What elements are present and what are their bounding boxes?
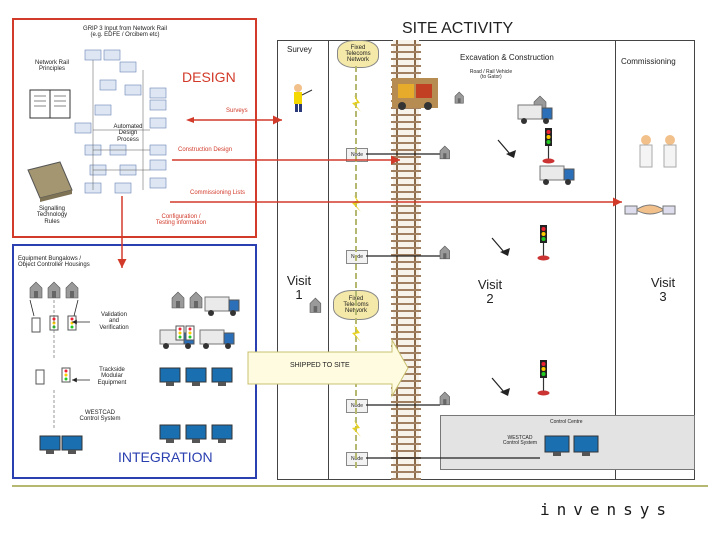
westcad-control-label: WESTCAD Control System — [79, 410, 121, 423]
trackside-module-icon — [35, 369, 45, 385]
commissioning-header: Commissioning — [621, 57, 676, 66]
monitor-icon — [159, 424, 181, 443]
equipment-bungalow-icon — [65, 281, 79, 299]
survey-header: Survey — [287, 45, 312, 54]
handshake-icon — [624, 204, 676, 215]
visit3-label: Visit 3 — [650, 275, 676, 304]
monitor-icon — [185, 424, 207, 443]
control-centre-monitors — [544, 435, 599, 456]
design-process-documents — [74, 49, 167, 194]
equipment-bungalow-icon — [47, 281, 61, 299]
delivery-truck-icon — [199, 329, 235, 349]
design-process-connectors — [92, 60, 150, 190]
trackside-module-icon — [31, 317, 41, 333]
equipment-bungalow-icon — [189, 291, 203, 309]
equipment-bungalows-label: Equipment Bungalows / Object Controller … — [18, 256, 90, 269]
integration-arrows — [29, 299, 90, 383]
trackside-module-icon — [175, 325, 185, 341]
surveys-arrow — [186, 115, 282, 125]
equipment-bungalow-icon — [29, 281, 43, 299]
point-machine-icon — [491, 377, 510, 396]
visit1-label: Visit 1 — [286, 273, 312, 302]
road-rail-vehicle-label: Road / Rail Vehicle (to Gator) — [469, 69, 513, 81]
trackside-modular-label: Trackside Modular Equipment — [97, 367, 127, 386]
control-centre-label: Control Centre — [550, 419, 583, 425]
equipment-bungalow-icon — [454, 91, 464, 104]
delivery-truck-icon — [517, 104, 553, 124]
trackside-module-icon — [185, 325, 195, 341]
monitor-icon — [159, 367, 181, 386]
integration-title: INTEGRATION — [118, 449, 213, 465]
grip-input-label: GRIP 3 Input from Network Rail (e.g. EDF… — [83, 26, 167, 39]
point-machine-icon — [497, 139, 516, 158]
signal-icon — [542, 128, 555, 164]
principles-book-icon — [29, 89, 71, 119]
fixed-telecoms-top: Fixed Telecoms Network — [337, 40, 379, 68]
node-connectors — [366, 153, 540, 459]
monitor-icon — [39, 435, 61, 454]
road-rail-vehicle-icon — [392, 78, 438, 110]
monitor-icon — [61, 435, 83, 454]
surveys-label: Surveys — [226, 108, 248, 114]
equipment-bungalow-icon — [439, 145, 450, 160]
shipped-to-site-label: SHIPPED TO SITE — [290, 362, 350, 369]
site-title: SITE ACTIVITY — [402, 20, 514, 37]
design-title: DESIGN — [182, 69, 236, 85]
monitor-icon — [211, 367, 233, 386]
westcad-site-label: WESTCAD Control System — [502, 435, 538, 447]
delivery-truck-icon — [539, 165, 575, 185]
equipment-bungalow-icon — [309, 297, 322, 313]
visit2-label: Visit 2 — [477, 277, 503, 306]
railway-track — [391, 40, 421, 480]
trackside-module-icon — [61, 367, 71, 383]
excavation-header: Excavation & Construction — [460, 53, 554, 62]
signal-icon — [537, 360, 550, 396]
equipment-bungalow-icon — [439, 391, 450, 406]
invensys-logo: invensys — [540, 500, 674, 519]
config-testing-label: Configuration / Testing information — [155, 214, 207, 227]
monitor-icon — [211, 424, 233, 443]
automated-design-label: Automated Design Process — [113, 124, 143, 143]
lightning-icon — [352, 95, 361, 437]
construction-design-label: Construction Design — [178, 147, 233, 153]
equipment-bungalow-icon — [439, 245, 450, 260]
network-rail-principles-label: Network Rail Principles — [34, 60, 69, 73]
survey-column — [277, 40, 329, 480]
delivery-truck-icon — [204, 296, 240, 316]
commissioning-lists-label: Commissioning Lists — [190, 190, 246, 196]
design-panel — [12, 18, 257, 238]
trackside-module-icon — [67, 315, 77, 331]
commissioning-column — [615, 40, 695, 480]
surveyor-icon — [294, 84, 313, 112]
monitor-icon — [185, 367, 207, 386]
signal-icon — [537, 225, 550, 261]
equipment-bungalow-icon — [171, 291, 185, 309]
commissioning-engineers-icon — [639, 135, 677, 168]
validation-label: Validation and Verification — [99, 312, 129, 331]
shipped-to-site-arrow — [247, 338, 409, 398]
rules-binder-icon — [27, 161, 73, 202]
signalling-rules-label: Signalling Technology Rules — [36, 206, 68, 225]
point-machine-icon — [491, 237, 510, 256]
